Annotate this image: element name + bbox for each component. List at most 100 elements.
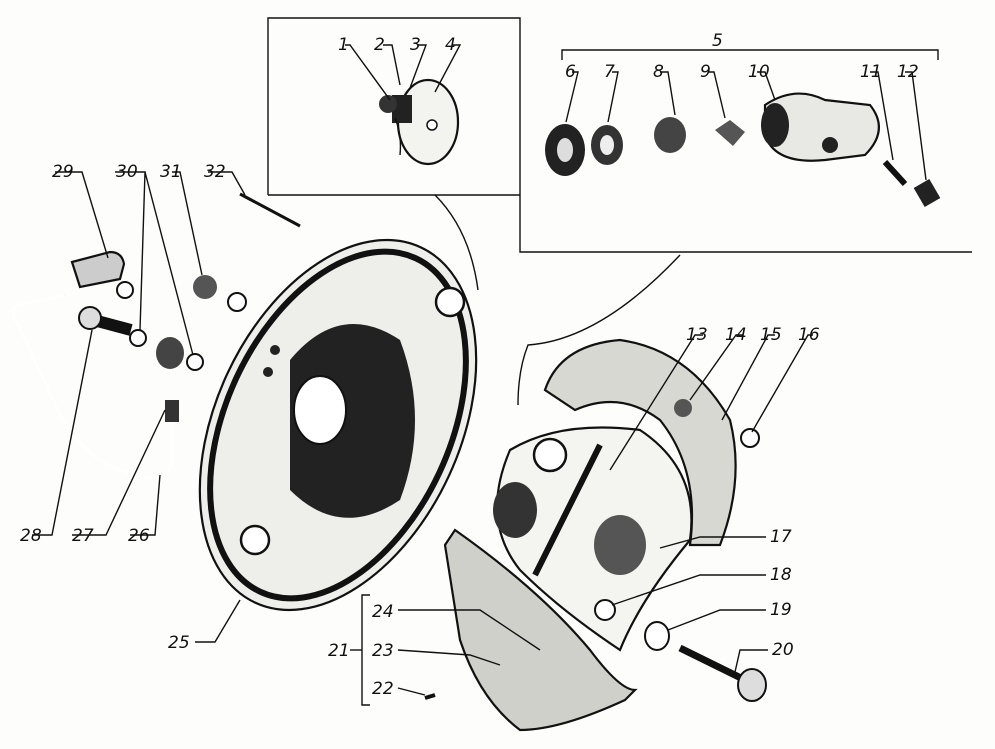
backing-plate	[198, 194, 681, 612]
eccentric-washer	[594, 599, 616, 621]
cup-seal-hole	[600, 135, 614, 155]
boot-cap-hole	[557, 138, 573, 162]
bleeder-screw	[882, 159, 908, 187]
callout-5: 5	[712, 31, 723, 51]
leader-2	[383, 44, 401, 86]
callout-29: 29	[52, 162, 74, 182]
callout-7: 7	[604, 62, 615, 82]
adjuster-cam	[674, 399, 692, 417]
leader-18	[611, 574, 766, 606]
leader-12	[905, 71, 927, 181]
adjuster-inset	[379, 78, 460, 166]
callout-17: 17	[770, 527, 792, 547]
callout-labels: 1 2 3 4 5 6 7 8 9 10 11 12 13 14 15 16 1…	[20, 31, 919, 699]
pipe-nut	[165, 400, 179, 422]
callout-26: 26	[128, 526, 150, 546]
callout-14: 14	[725, 325, 747, 345]
leader-13	[609, 334, 703, 471]
lining-rivet	[424, 693, 436, 700]
callout-1: 1	[338, 35, 349, 55]
leader-25	[195, 599, 241, 643]
backing-plate-rim	[207, 248, 469, 602]
leader-3	[409, 44, 428, 89]
backing-plate-recess	[290, 324, 415, 518]
hydraulic-fittings	[11, 192, 301, 480]
callout-11: 11	[860, 62, 882, 82]
plate-hole-a	[270, 345, 280, 355]
leader-27	[72, 409, 166, 536]
spring-cone	[715, 120, 745, 146]
adjuster-nut	[379, 95, 397, 113]
callout-16: 16	[798, 325, 820, 345]
cylinder-bore	[761, 103, 789, 147]
callout-4: 4	[445, 35, 456, 55]
lower-shoe	[443, 528, 638, 732]
inset-frames	[267, 17, 972, 253]
leader-1	[345, 44, 391, 101]
hub-hole	[293, 375, 347, 445]
callout-31: 31	[160, 162, 182, 182]
bleeder-cap	[913, 178, 941, 208]
leader-19	[667, 609, 766, 631]
adjuster-center-hole	[426, 119, 438, 131]
banjo-bolt-head	[78, 306, 102, 330]
callout-18: 18	[770, 565, 792, 585]
piston	[654, 117, 686, 153]
leader-inset-b	[517, 254, 681, 406]
leader-17	[659, 536, 766, 549]
callout-12: 12	[897, 62, 919, 82]
callout-6: 6	[565, 62, 576, 82]
brake-pipe-highlight	[11, 293, 174, 480]
cylinder-port	[822, 137, 838, 153]
tee-washer	[116, 281, 134, 299]
copper-washer-a	[129, 329, 147, 347]
adjuster-spring	[392, 95, 412, 123]
group-5-bracket	[561, 49, 939, 60]
callout-13: 13	[686, 325, 708, 345]
leader-30a	[115, 171, 146, 331]
leader-8	[660, 71, 676, 116]
leader-6	[565, 71, 579, 123]
anchor-bolt	[678, 644, 747, 684]
leader-32	[208, 171, 246, 196]
callout-3: 3	[410, 35, 421, 55]
callout-28: 28	[20, 526, 42, 546]
wheel-cylinder-left	[493, 482, 537, 538]
leader-23	[397, 649, 501, 666]
plate-hole-d	[380, 490, 390, 500]
anchor-pin-top	[434, 286, 466, 318]
leader-31	[172, 171, 203, 276]
callout-25: 25	[168, 633, 190, 653]
callout-10: 10	[748, 62, 770, 82]
callout-22: 22	[372, 679, 394, 699]
callout-27: 27	[72, 526, 94, 546]
leader-30b	[144, 171, 194, 356]
plate-hole-b	[263, 367, 273, 377]
callout-23: 23	[372, 641, 394, 661]
cotter-pin	[239, 192, 301, 228]
leader-15	[721, 334, 775, 421]
callout-21: 21	[328, 641, 350, 661]
adjuster-pin	[394, 117, 402, 156]
bracket-21	[361, 594, 370, 706]
leader-10	[757, 71, 776, 101]
leader-9	[708, 71, 726, 119]
callout-19: 19	[770, 600, 792, 620]
hex-nut	[193, 275, 217, 299]
callout-24: 24	[372, 602, 394, 622]
callout-8: 8	[653, 62, 664, 82]
shoe-pivot	[532, 437, 568, 473]
leader-7	[607, 71, 619, 123]
leader-14	[689, 334, 743, 401]
lock-washer	[227, 292, 247, 312]
callout-30: 30	[116, 162, 138, 182]
leader-inset-a	[434, 194, 479, 291]
upper-shoe	[543, 338, 737, 547]
bolt-washer	[644, 621, 670, 651]
leader-22	[397, 687, 426, 696]
leader-16	[751, 334, 813, 433]
leader-28	[32, 329, 93, 536]
leader-11	[870, 71, 894, 161]
